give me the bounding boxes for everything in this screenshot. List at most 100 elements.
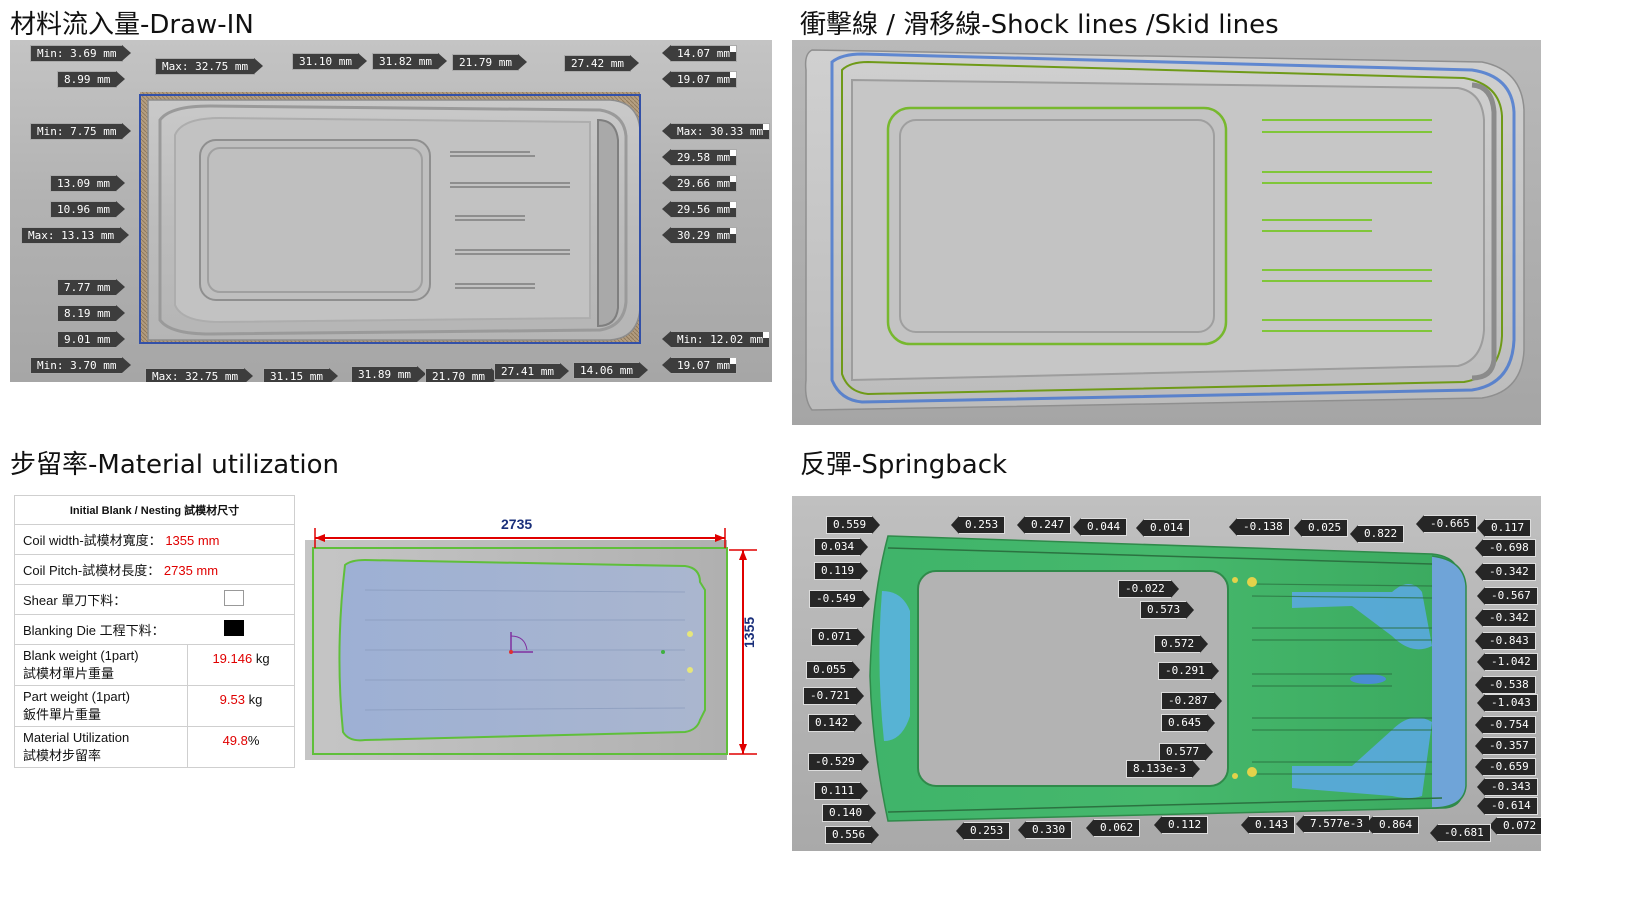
springback-value-label: 0.034: [814, 538, 869, 556]
blank-weight-value: 19.146: [212, 651, 253, 666]
springback-value-label: -0.665: [1416, 515, 1477, 533]
draw-in-label-bottom: 14.06 mm: [573, 362, 648, 379]
blank-weight-label-zh: 試模材單片重量: [23, 666, 115, 681]
shock-lines-part-drawing: [804, 49, 1525, 411]
shear-checkbox[interactable]: [224, 590, 244, 606]
part-weight-label-zh: 鈑件單片重量: [23, 707, 102, 722]
blanking-label: Blanking Die 工程下料：: [23, 623, 165, 638]
draw-in-label-left: Min: 7.75 mm: [30, 123, 133, 140]
draw-in-label-left: Min: 3.69 mm: [30, 45, 133, 62]
draw-in-label-bottom: 31.89 mm: [351, 366, 426, 382]
draw-in-label-right: 14.07 mm: [662, 45, 737, 62]
draw-in-label-left: 10.96 mm: [50, 201, 125, 218]
mu-label: Material Utilization: [23, 730, 130, 745]
springback-value-label: 0.014: [1135, 519, 1191, 537]
nesting-height-dimension: 1355: [741, 616, 757, 648]
shear-label: Shear 單刀下料：: [23, 593, 127, 608]
draw-in-label-top: 31.82 mm: [372, 53, 447, 70]
springback-value-label: -0.529: [808, 753, 869, 771]
draw-in-label-right: Max: 30.33 mm: [661, 123, 771, 140]
springback-value-label: -0.538: [1475, 676, 1536, 694]
draw-in-label-right: Min: 12.02 mm: [661, 331, 771, 348]
springback-value-label: 0.142: [808, 714, 863, 732]
draw-in-title: 材料流入量-Draw-IN: [10, 10, 254, 40]
part-weight-label-cell: Part weight (1part) 鈑件單片重量: [14, 685, 188, 727]
blank-weight-label: Blank weight (1part): [23, 648, 139, 663]
springback-value-label: 0.025: [1293, 519, 1349, 537]
springback-value-label: -0.342: [1475, 563, 1536, 581]
draw-in-label-right: 19.07 mm: [662, 357, 737, 374]
part-weight-value: 9.53: [219, 692, 245, 707]
springback-value-label: 0.071: [811, 628, 866, 646]
draw-in-part-drawing: [139, 92, 641, 344]
springback-value-label: 0.119: [814, 562, 869, 580]
draw-in-label-right: 30.29 mm: [662, 227, 737, 244]
mu-value-cell: 49.8%: [187, 726, 295, 768]
draw-in-label-bottom: Max: 32.75 mm: [145, 368, 254, 382]
springback-value-label: 8.133e-3: [1126, 760, 1200, 778]
springback-value-label: -0.343: [1477, 778, 1538, 796]
part-weight-label: Part weight (1part): [23, 689, 130, 704]
draw-in-label-right: 29.56 mm: [662, 201, 737, 218]
springback-value-label: -1.042: [1477, 653, 1538, 671]
utilization-table: Initial Blank / Nesting 試模材尺寸 Coil width…: [14, 495, 295, 768]
draw-in-label-right: 29.66 mm: [662, 175, 737, 192]
blanking-row: Blanking Die 工程下料：: [14, 614, 295, 645]
springback-value-label: -0.567: [1477, 587, 1538, 605]
draw-in-label-left: 13.09 mm: [50, 175, 125, 192]
draw-in-label-top: 31.10 mm: [292, 53, 367, 70]
shock-lines-title: 衝擊線 / 滑移線-Shock lines /Skid lines: [800, 10, 1279, 40]
springback-value-label: 0.572: [1154, 635, 1209, 653]
draw-in-label-left: Max: 13.13 mm: [21, 227, 130, 244]
draw-in-label-left: Min: 3.70 mm: [30, 357, 133, 374]
springback-value-label: -0.357: [1475, 737, 1536, 755]
springback-value-label: 0.055: [806, 661, 861, 679]
springback-value-label: 0.143: [1240, 816, 1296, 834]
springback-value-label: 0.072: [1488, 817, 1541, 835]
springback-value-label: 0.044: [1072, 518, 1128, 536]
springback-value-label: 0.140: [822, 804, 877, 822]
springback-value-label: 0.645: [1161, 714, 1216, 732]
blanking-checkbox[interactable]: [224, 620, 244, 636]
springback-value-label: 0.573: [1140, 601, 1195, 619]
part-weight-value-cell: 9.53 kg: [187, 685, 295, 727]
springback-value-label: 0.577: [1159, 743, 1214, 761]
shear-row: Shear 單刀下料：: [14, 584, 295, 615]
springback-value-label: -0.614: [1477, 797, 1538, 815]
springback-value-label: 0.556: [825, 826, 880, 844]
springback-value-label: 0.330: [1017, 821, 1073, 839]
springback-title: 反彈-Springback: [800, 450, 1008, 480]
springback-value-label: 0.112: [1153, 816, 1209, 834]
springback-value-label: -0.291: [1158, 662, 1219, 680]
springback-value-label: -0.549: [809, 590, 870, 608]
springback-value-label: -0.659: [1475, 758, 1536, 776]
draw-in-label-bottom: 27.41 mm: [494, 363, 569, 380]
draw-in-label-left: 9.01 mm: [57, 331, 126, 348]
nesting-width-dimension: 2735: [501, 516, 533, 532]
springback-value-label: 0.117: [1476, 519, 1532, 537]
springback-value-label: -0.721: [803, 687, 864, 705]
springback-value-label: 7.577e-3: [1296, 815, 1370, 833]
draw-in-label-right: 29.58 mm: [662, 149, 737, 166]
draw-in-label-top: 27.42 mm: [564, 55, 639, 72]
shock-lines-panel: [792, 40, 1541, 425]
material-utilization-title: 步留率-Material utilization: [10, 450, 339, 480]
springback-value-label: -0.754: [1475, 716, 1536, 734]
coil-width-label: Coil width-試模材寬度：: [23, 533, 162, 548]
blank-weight-label-cell: Blank weight (1part) 試模材單片重量: [14, 644, 188, 686]
draw-in-label-left: 8.99 mm: [57, 71, 126, 88]
nesting-header: Initial Blank / Nesting 試模材尺寸: [14, 495, 295, 525]
springback-value-label: 0.062: [1085, 819, 1141, 837]
springback-value-label: -0.138: [1229, 518, 1290, 536]
draw-in-label-left: 7.77 mm: [57, 279, 126, 296]
springback-value-label: -0.342: [1475, 609, 1536, 627]
draw-in-panel: Min: 3.69 mm 8.99 mm Min: 7.75 mm 13.09 mm 1…: [10, 40, 772, 382]
part-weight-unit: kg: [244, 692, 263, 707]
coil-width-value: 1355 mm: [165, 533, 220, 548]
springback-value-label: 0.111: [814, 782, 869, 800]
draw-in-label-bottom: 21.70 mm: [425, 368, 500, 382]
springback-value-label: -1.043: [1477, 694, 1538, 712]
springback-value-label: 0.253: [950, 516, 1006, 534]
springback-value-label: -0.698: [1475, 539, 1536, 557]
